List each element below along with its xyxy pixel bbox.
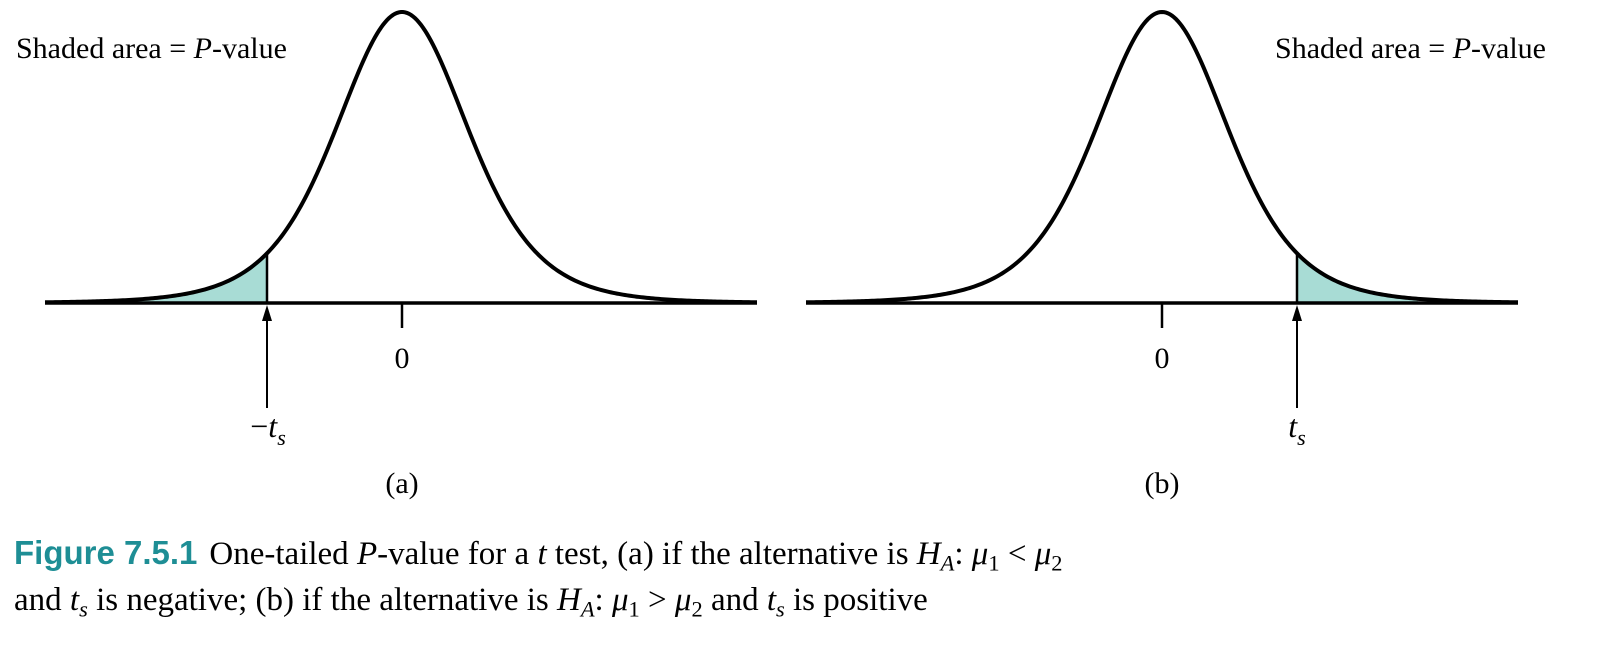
caption-text: and	[702, 582, 767, 618]
caption-math: μ	[611, 582, 629, 618]
caption-math: t	[766, 582, 777, 618]
caption-math-sub: s	[776, 596, 785, 622]
shaded-right-tail	[1297, 253, 1418, 303]
caption-text: is negative; (b) if the alternative is	[87, 582, 557, 618]
shaded-left-tail	[45, 253, 267, 303]
panel-b: Shaded area = P-value 0 ts (b)	[805, 9, 1546, 500]
caption-line-2: and ts is negative; (b) if the alternati…	[14, 577, 1584, 623]
figure-number: Figure 7.5.1	[14, 534, 198, 571]
caption-math: μ	[971, 536, 989, 572]
ts-arrow-head	[262, 305, 272, 321]
caption-text: :	[954, 536, 972, 572]
caption-text: One-tailed	[209, 536, 357, 572]
caption-text: test, (a) if the alternative is	[546, 536, 917, 572]
panel-a: Shaded area = P-value 0 −ts (a)	[16, 10, 758, 500]
panel-label-a: (a)	[385, 467, 418, 500]
t-density-curve	[44, 10, 758, 305]
caption-math: t	[69, 582, 80, 618]
caption-math: H	[556, 582, 581, 618]
ts-label: ts	[1288, 408, 1305, 450]
caption-math: μ	[674, 582, 692, 618]
caption-math-sub: A	[940, 550, 955, 576]
caption-math: P	[356, 536, 378, 572]
panel-label-b: (b)	[1145, 467, 1180, 500]
neg-ts-label: −ts	[250, 408, 286, 450]
caption-text: -value for a	[377, 536, 538, 572]
caption-text: :	[594, 582, 612, 618]
caption-text: and	[14, 582, 70, 618]
ts-arrow-head	[1292, 305, 1302, 321]
figure-caption: Figure 7.5.1 One-tailed P-value for a t t…	[14, 530, 1584, 623]
caption-math-sub: 1	[628, 596, 640, 622]
caption-math: H	[916, 536, 941, 572]
shaded-area-label: Shaded area = P-value	[16, 32, 287, 65]
caption-math-sub: 2	[691, 596, 703, 622]
figure-diagram: Shaded area = P-value 0 −ts (a) Shaded a…	[16, 9, 1546, 500]
caption-math-sub: 1	[988, 550, 1000, 576]
shaded-area-label: Shaded area = P-value	[1275, 32, 1546, 65]
caption-text: is positive	[784, 582, 928, 618]
caption-line-1: Figure 7.5.1 One-tailed P-value for a t t…	[14, 530, 1584, 577]
zero-label: 0	[395, 342, 410, 375]
zero-label: 0	[1155, 342, 1170, 375]
caption-text: <	[999, 536, 1035, 572]
caption-math-sub: 2	[1051, 550, 1063, 576]
caption-text: >	[639, 582, 675, 618]
caption-math-sub: A	[580, 596, 595, 622]
t-density-curve	[805, 9, 1519, 305]
caption-math-sub: s	[79, 596, 88, 622]
caption-math: t	[537, 536, 547, 572]
caption-math: μ	[1034, 536, 1052, 572]
